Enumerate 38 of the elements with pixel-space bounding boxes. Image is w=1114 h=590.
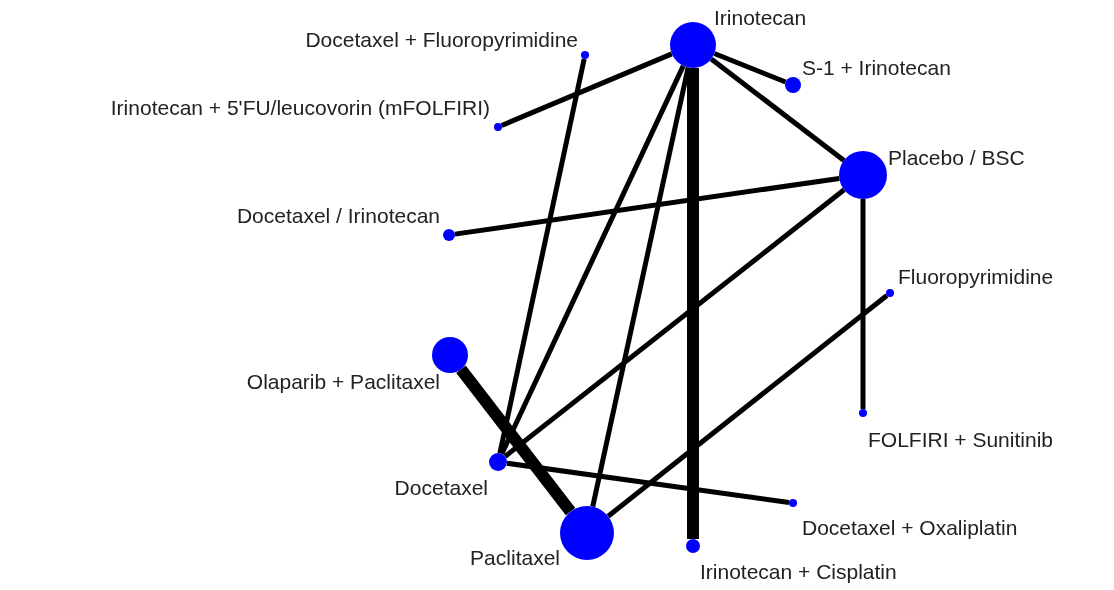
treatment-label: Irinotecan + 5'FU/leucovorin (mFOLFIRI) [110,96,490,120]
treatment-label: Irinotecan [714,6,807,30]
treatment-node [432,337,468,373]
treatment-node [489,453,507,471]
connector-line [687,68,699,539]
treatment-label: Docetaxel + Oxaliplatin [802,516,1018,540]
connector-line [606,293,889,519]
treatment-node [886,289,894,297]
treatment-node [785,77,801,93]
treatment-node [581,51,589,59]
treatment-label: Placebo / BSC [888,146,1025,170]
treatment-node [686,539,700,553]
connector-line [499,64,686,455]
treatment-label: Fluoropyrimidine [898,265,1054,289]
treatment-label: Docetaxel [394,476,488,500]
connector-line [860,199,866,409]
treatment-label: Paclitaxel [470,546,560,570]
treatment-node [839,151,887,199]
treatment-label: Irinotecan + Cisplatin [700,560,897,584]
connector-line [497,58,587,454]
treatment-label: Docetaxel + Fluoropyrimidine [305,28,578,52]
treatment-node [494,123,502,131]
connector-line [454,175,840,237]
treatment-label: Olaparib + Paclitaxel [246,370,440,394]
treatment-node [670,22,716,68]
connector-line [709,57,846,163]
treatment-node [789,499,797,507]
treatment-label: S-1 + Irinotecan [802,56,951,80]
treatment-node [560,506,614,560]
treatment-node [859,409,867,417]
treatment-node [443,229,455,241]
connector-line [503,187,846,459]
connector-line [456,365,576,516]
connector-line [506,460,790,505]
connector-line [713,51,787,85]
treatment-label: Docetaxel / Irinotecan [236,204,440,228]
treatment-label: FOLFIRI + Sunitinib [868,428,1053,452]
connector-line [500,51,673,128]
